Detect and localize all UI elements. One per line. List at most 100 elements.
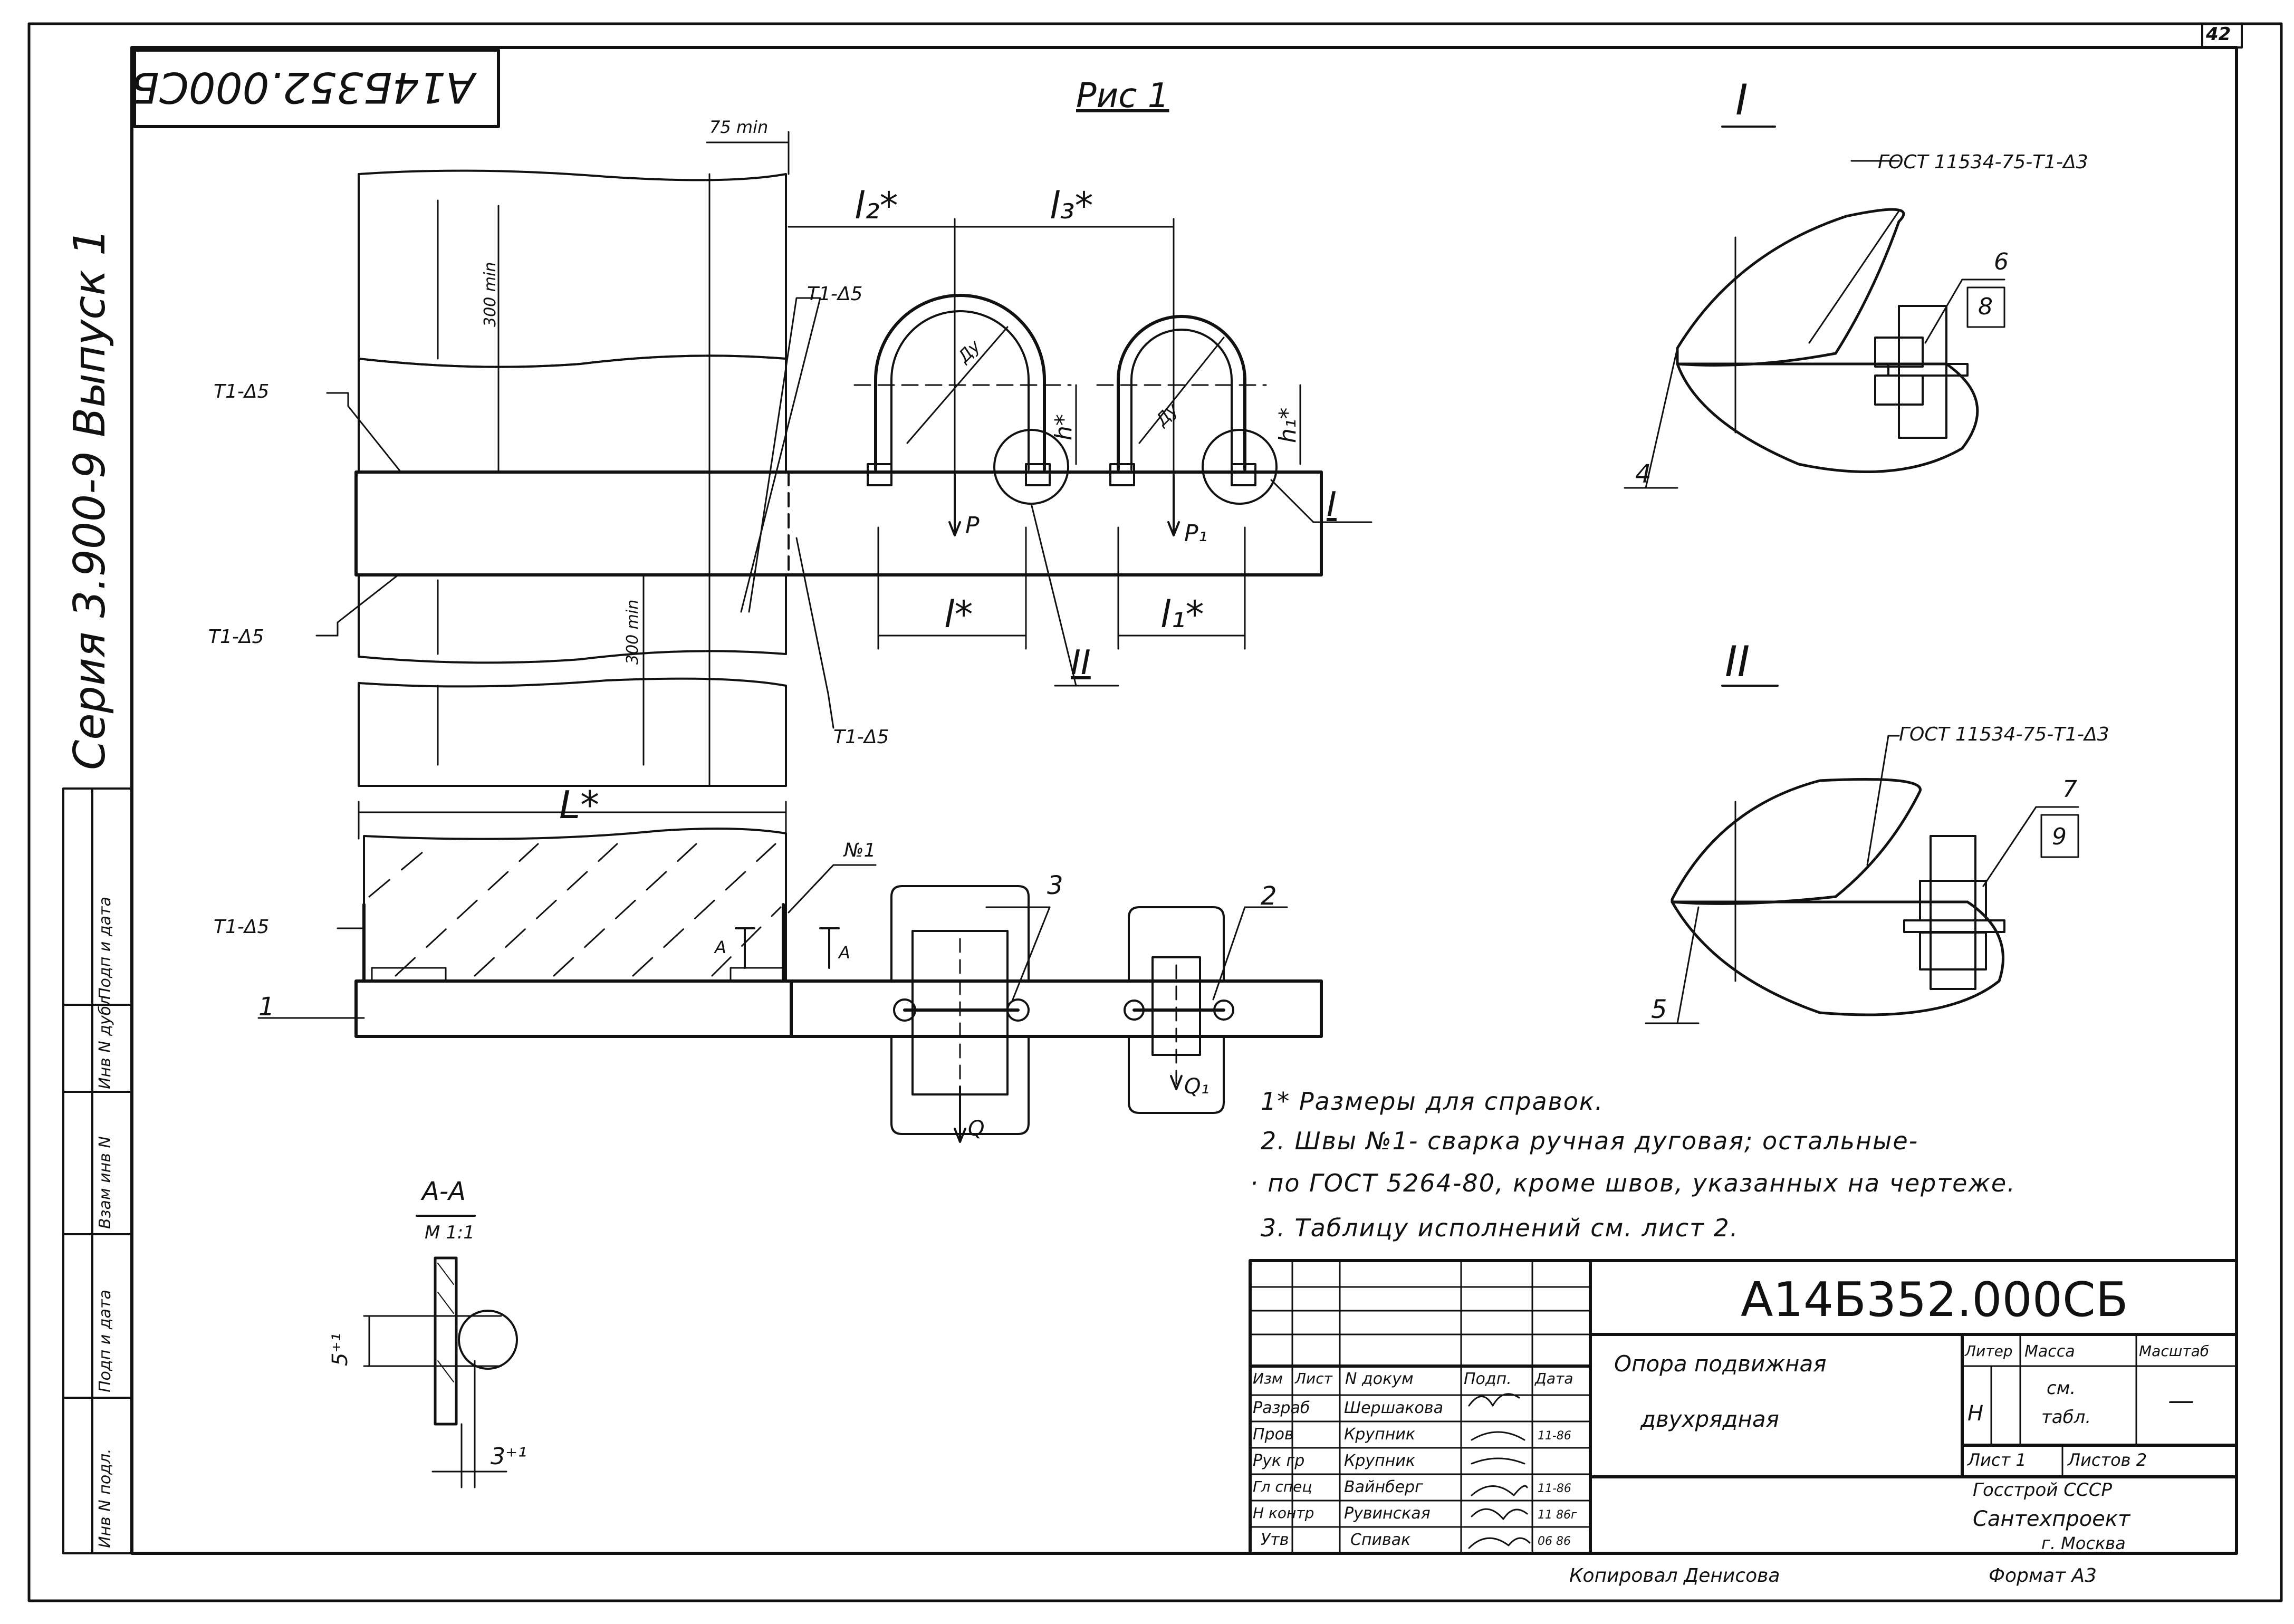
dim-l1: l₁* (1160, 593, 1204, 636)
footer-copied: Копировал Денисова (1569, 1565, 1780, 1587)
section-aa-title: А-А (422, 1177, 466, 1206)
strip-label-1: Подп и дата (96, 1290, 114, 1392)
role-1: Пров (1253, 1425, 1294, 1444)
load-P: P (965, 512, 980, 539)
date-4: 11 86г (1538, 1508, 1577, 1522)
mass-header: Масса (2024, 1342, 2075, 1361)
doc-code-rotated: A14Б352.000СБ (130, 63, 475, 112)
dim-L: L* (559, 783, 600, 827)
strip-label-2: Взам инв N (96, 1136, 114, 1229)
load-Q1: Q₁ (1184, 1074, 1210, 1099)
strip-label-4: Подп и дата (96, 897, 114, 1000)
detail-ii-title: II (1725, 637, 1750, 686)
weld-mark-2: Т1-Δ5 (208, 626, 264, 648)
doc-code-box (133, 49, 500, 128)
sheet-number: 42 (2206, 24, 2231, 45)
city: г. Москва (2041, 1533, 2126, 1553)
detail-i-callout-8: 8 (1978, 293, 1993, 320)
title-block (1249, 1259, 2238, 1555)
callout-2: 2 (1261, 881, 1277, 911)
footer-format: Формат А3 (1989, 1565, 2097, 1587)
name-0: Шершакова (1344, 1399, 1443, 1417)
dim-l2: l₂* (855, 184, 898, 227)
callout-II-main: II (1071, 643, 1091, 683)
signatures (1468, 1393, 1531, 1549)
weld-no1: №1 (844, 840, 876, 861)
load-Q: Q (968, 1117, 985, 1141)
dim-l: l* (944, 593, 973, 636)
title-name-line1: Опора подвижная (1614, 1351, 1827, 1377)
section-aa-dim-3: 3⁺¹ (491, 1443, 527, 1470)
note-3: 3. Таблицу исполнений см. лист 2. (1261, 1214, 1739, 1242)
role-4: Н контр (1253, 1504, 1314, 1522)
name-3: Вайнберг (1344, 1478, 1423, 1496)
weld-mark-5: Т1-Δ5 (214, 916, 270, 938)
title-doc-code: А14Б352.000СБ (1741, 1272, 2128, 1328)
detail-i-gost: ГОСТ 11534-75-Т1-Δ3 (1878, 151, 2088, 173)
weld-mark-3: Т1-Δ5 (807, 283, 863, 305)
callout-I-main: I (1327, 485, 1337, 524)
weld-mark-4: Т1-Δ5 (833, 726, 889, 748)
name-5: Спивак (1350, 1531, 1411, 1549)
hdr-data: Дата (1535, 1370, 1573, 1387)
note-2: 2. Швы №1- сварка ручная дуговая; осталь… (1261, 1127, 1919, 1155)
date-1: 11-86 (1538, 1429, 1571, 1443)
sheet-index: Лист 1 (1967, 1450, 2027, 1470)
strip-label-0: Инв N подл. (96, 1448, 114, 1548)
name-2: Крупник (1344, 1452, 1415, 1470)
role-2: Рук гр (1253, 1452, 1305, 1470)
detail-i-callout-4: 4 (1635, 459, 1652, 489)
detail-ii-callout-5: 5 (1651, 995, 1667, 1024)
org-2: Сантехпроект (1973, 1507, 2130, 1531)
dim-h1: h₁* (1274, 407, 1301, 443)
section-mark-A-left: А (715, 937, 726, 957)
sheet-count: Листов 2 (2068, 1450, 2147, 1470)
section-aa (363, 1215, 518, 1488)
hdr-podp: Подп. (1464, 1370, 1512, 1388)
detail-i-title: I (1735, 75, 1748, 124)
detail-ii-gost: ГОСТ 11534-75-Т1-Δ3 (1899, 724, 2109, 745)
section-mark-A-right: А (839, 943, 850, 963)
org-1: Госстрой СССР (1973, 1479, 2112, 1501)
mass-value-2: табл. (2041, 1407, 2091, 1428)
date-5: 06 86 (1538, 1535, 1571, 1548)
strip-label-3: Инв N дубл (96, 995, 114, 1089)
liter-header: Литер (1965, 1342, 2013, 1360)
weld-mark-1: Т1-Δ5 (214, 381, 270, 402)
dim-300-min-upper: 300 min (481, 262, 500, 327)
scale-header: Масштаб (2139, 1342, 2210, 1360)
dim-l3: l₃* (1050, 184, 1093, 227)
callout-3: 3 (1047, 871, 1063, 900)
detail-i-callout-6: 6 (1994, 248, 2009, 275)
note-2-cont: · по ГОСТ 5264-80, кроме швов, указанных… (1250, 1169, 2016, 1197)
detail-ii (1645, 685, 2079, 1024)
detail-i (1624, 126, 2005, 489)
series-label: Серия 3.900-9 Выпуск 1 (65, 228, 115, 770)
liter-value: Н (1967, 1401, 1984, 1426)
hdr-izm: Изм (1253, 1370, 1283, 1387)
role-0: Разраб (1253, 1399, 1310, 1417)
dim-300-min-lower: 300 min (623, 599, 642, 665)
callout-1: 1 (258, 992, 275, 1022)
name-4: Рувинская (1344, 1504, 1431, 1523)
detail-ii-callout-7: 7 (2062, 776, 2077, 803)
hdr-list: Лист (1295, 1370, 1332, 1387)
left-binding-strip (62, 787, 133, 1554)
detail-ii-callout-9: 9 (2052, 823, 2067, 850)
hdr-ndok: N докум (1345, 1370, 1414, 1388)
name-1: Крупник (1344, 1425, 1415, 1444)
plan-view (315, 131, 1372, 787)
section-aa-dim-5: 5⁺¹ (328, 1333, 352, 1366)
title-name-line2: двухрядная (1640, 1406, 1779, 1432)
scale-value: — (2168, 1385, 2194, 1416)
dim-h: h* (1050, 414, 1077, 440)
strip-fill (66, 791, 90, 1551)
role-5: Утв (1261, 1531, 1289, 1549)
load-P1: P₁ (1184, 520, 1208, 547)
note-1: 1* Размеры для справок. (1261, 1087, 1604, 1116)
front-view (257, 801, 1323, 1143)
dim-75-min: 75 min (709, 117, 769, 137)
figure-title: Рис 1 (1076, 76, 1169, 116)
